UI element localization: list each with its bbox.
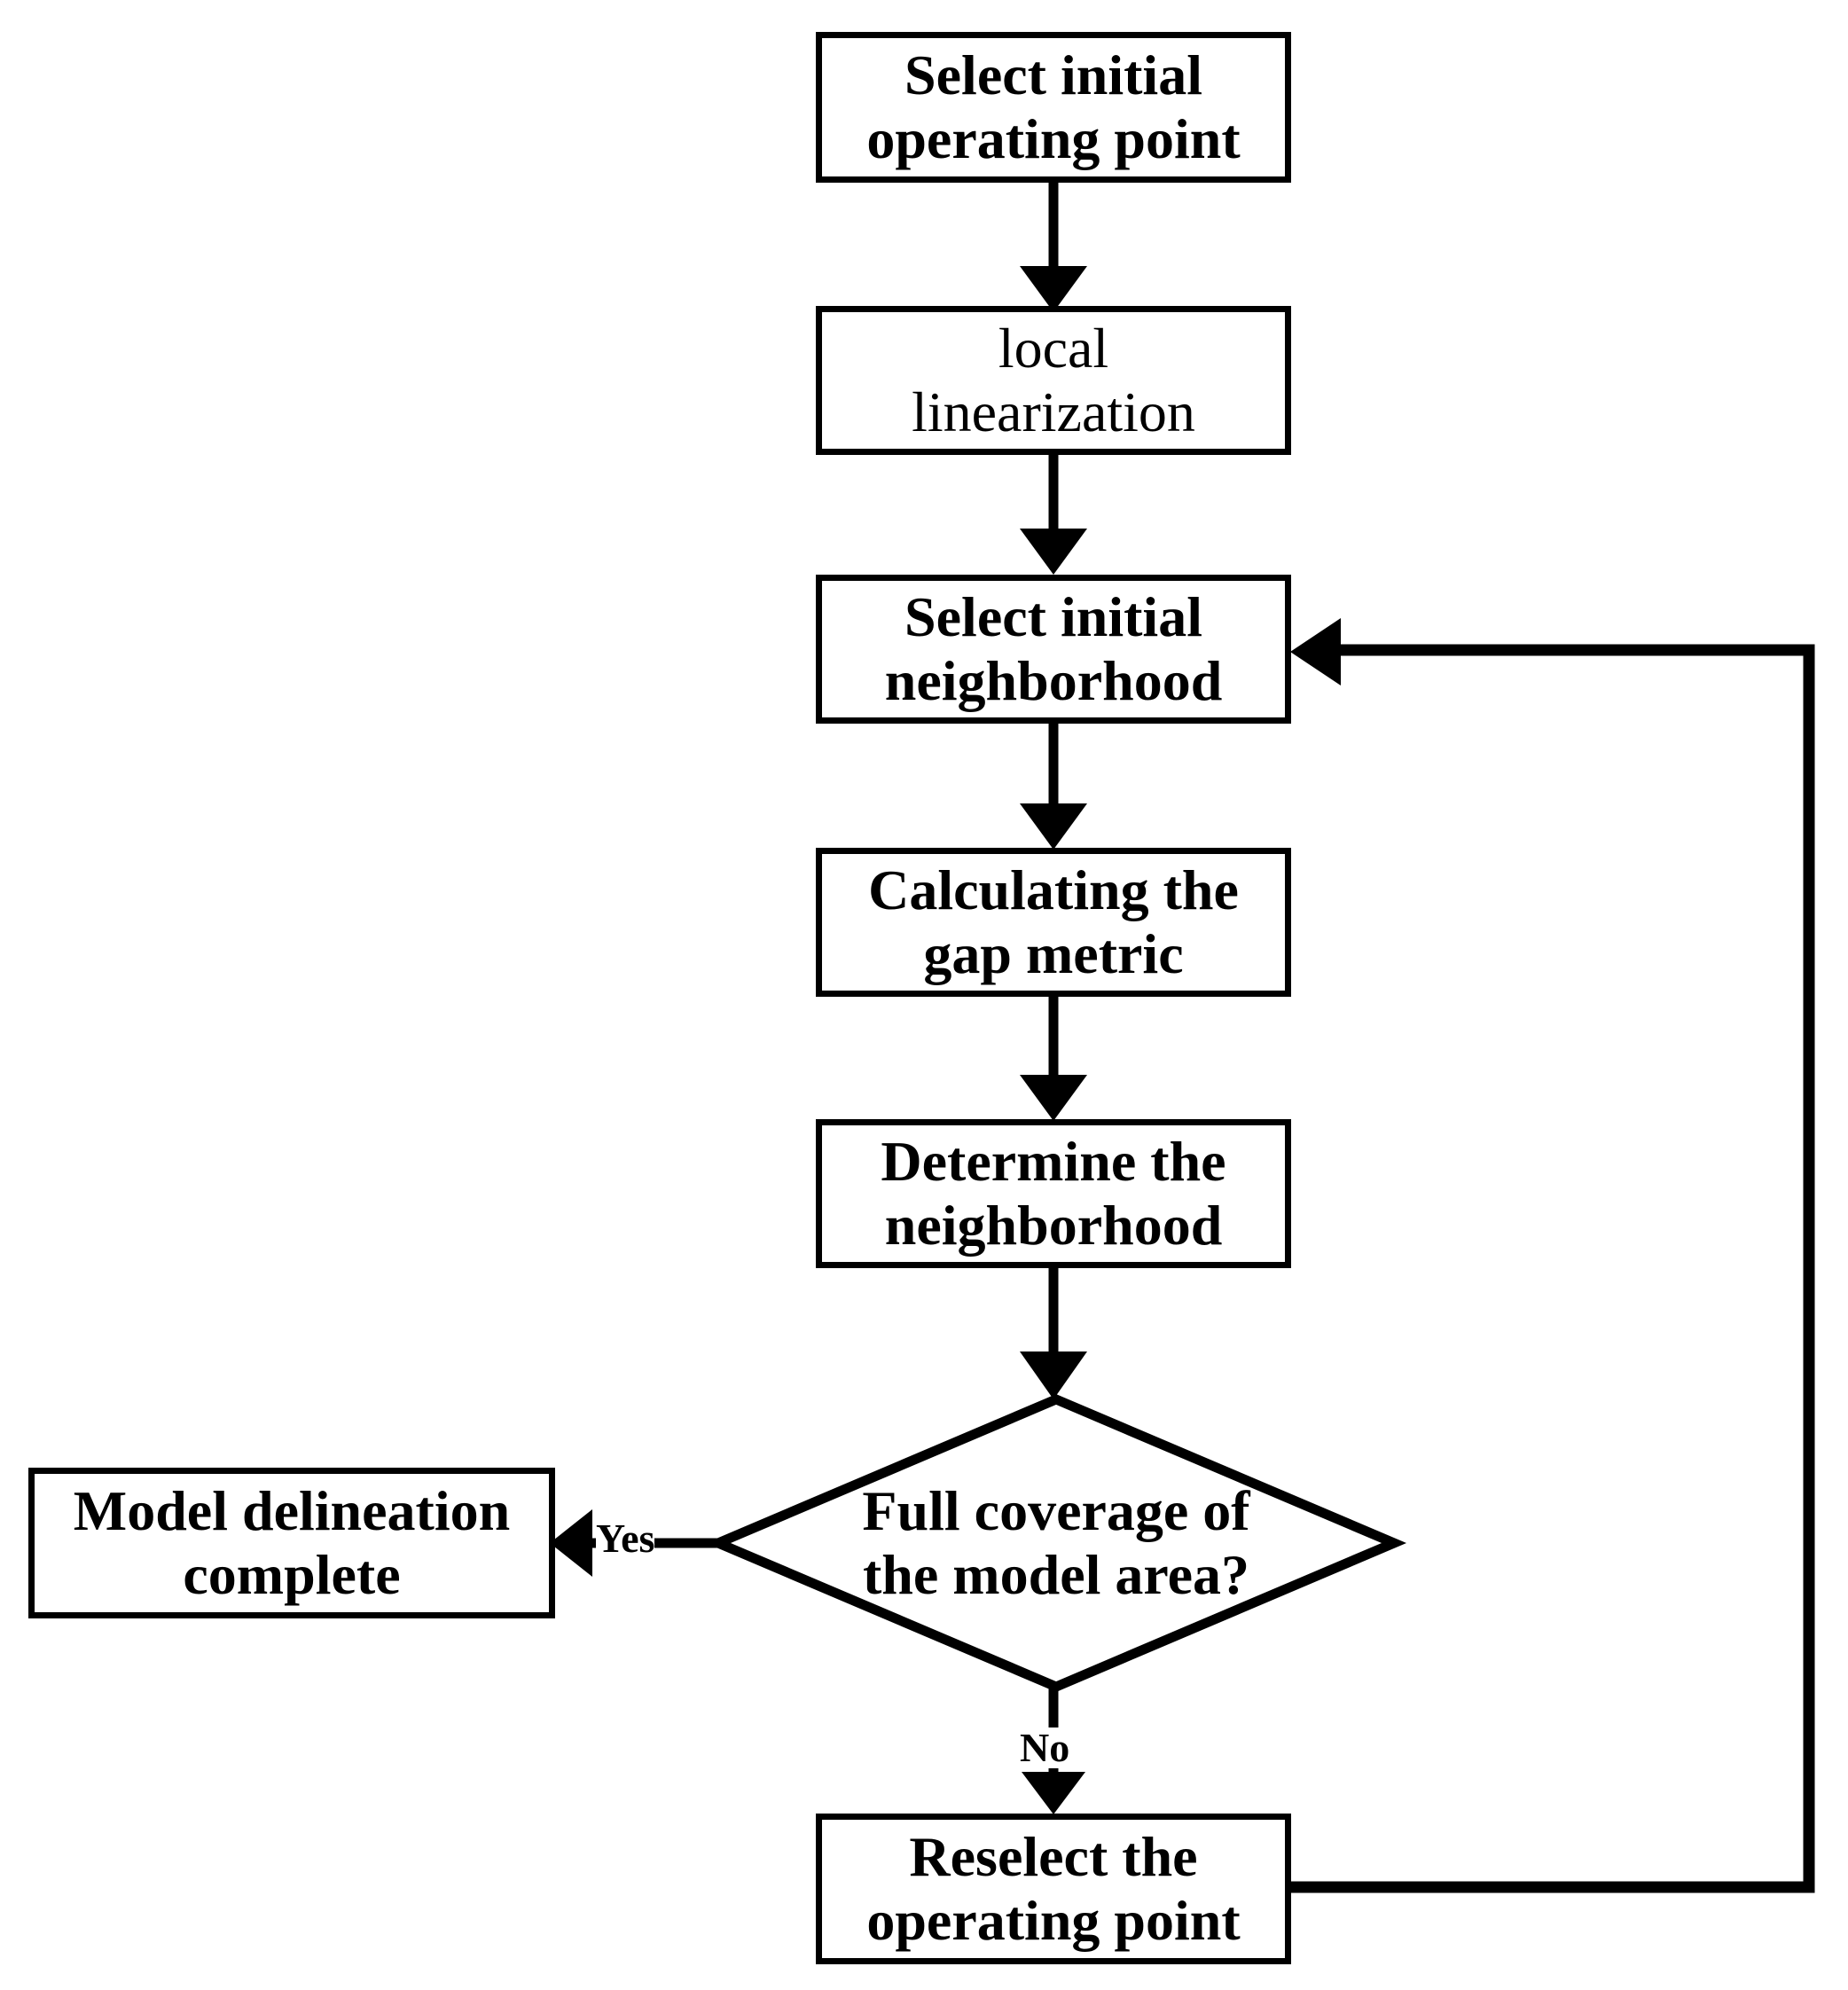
node-select-initial-operating-point[interactable]: Select initial operating point bbox=[816, 32, 1291, 183]
node-text-line-2: gap metric bbox=[923, 922, 1184, 985]
edge-label-yes: Yes bbox=[596, 1516, 655, 1561]
node-full-coverage-decision[interactable]: Full coverage of the model area? bbox=[755, 1454, 1358, 1632]
connector-feedback-loop bbox=[1290, 618, 1815, 1893]
node-text-line-2: complete bbox=[183, 1543, 401, 1606]
node-text-line-2: neighborhood bbox=[884, 1194, 1223, 1257]
node-local-linearization[interactable]: local linearization bbox=[816, 306, 1291, 455]
node-text-line-1: Select initial bbox=[904, 585, 1202, 649]
node-select-initial-neighborhood[interactable]: Select initial neighborhood bbox=[816, 575, 1291, 724]
connector-select-neighborhood-to-gap-metric bbox=[1020, 724, 1087, 850]
connector-gap-metric-to-determine-neighborhood bbox=[1020, 997, 1087, 1121]
node-text-line-1: Reselect the bbox=[909, 1825, 1198, 1889]
node-text-line-1: Model delineation bbox=[73, 1479, 511, 1543]
node-text-line-1: Full coverage of bbox=[862, 1479, 1250, 1543]
node-reselect-operating-point[interactable]: Reselect the operating point bbox=[816, 1814, 1291, 1964]
connector-linearization-to-select-neighborhood bbox=[1020, 455, 1087, 575]
node-model-delineation-complete[interactable]: Model delineation complete bbox=[28, 1468, 555, 1618]
node-text-line-2: operating point bbox=[866, 1889, 1241, 1952]
connector-determine-neighborhood-to-decision bbox=[1020, 1268, 1087, 1399]
node-text-line-1: local bbox=[998, 317, 1109, 380]
node-text-line-1: Determine the bbox=[881, 1130, 1226, 1194]
connector-select-op-to-linearization bbox=[1020, 182, 1087, 312]
node-text-line-2: operating point bbox=[866, 107, 1241, 170]
node-text-line-2: linearization bbox=[912, 380, 1195, 443]
node-determine-neighborhood[interactable]: Determine the neighborhood bbox=[816, 1119, 1291, 1268]
node-text-line-1: Calculating the bbox=[868, 858, 1239, 922]
edge-label-no: No bbox=[1020, 1725, 1070, 1770]
node-text-line-2: neighborhood bbox=[884, 649, 1223, 712]
node-text-line-2: the model area? bbox=[862, 1543, 1250, 1606]
node-text-line-1: Select initial bbox=[904, 43, 1202, 107]
node-calculating-gap-metric[interactable]: Calculating the gap metric bbox=[816, 848, 1291, 997]
